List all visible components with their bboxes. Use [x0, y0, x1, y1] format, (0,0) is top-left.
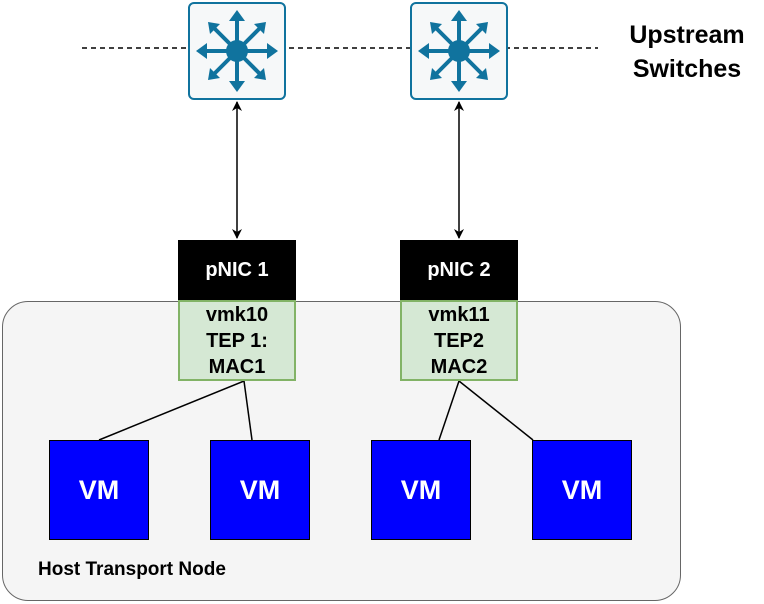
- vm-3: VM: [371, 440, 471, 540]
- vmk-tep-1-line1: vmk10: [205, 303, 269, 326]
- vm-link-2: [243, 380, 253, 441]
- vm-link-3: [438, 380, 460, 441]
- vmk-tep-2-line1: vmk11: [428, 303, 490, 326]
- vmk-tep-1-line3: MAC1: [208, 355, 266, 378]
- vmk-tep-1: vmk10 TEP 1: MAC1: [178, 300, 296, 381]
- vm-link-1: [98, 380, 245, 441]
- upstream-label-line2: Switches: [632, 55, 742, 83]
- vm-4: VM: [532, 440, 632, 540]
- pnic-1: pNIC 1: [178, 240, 296, 300]
- host-transport-node-label: Host Transport Node: [38, 559, 226, 580]
- network-switch-icon: [418, 10, 500, 92]
- vmk-tep-2: vmk11 TEP2 MAC2: [400, 300, 518, 381]
- vm-link-4: [458, 380, 534, 441]
- vmk-tep-2-line2: TEP2: [433, 329, 485, 352]
- pnic-2: pNIC 2: [400, 240, 518, 300]
- network-switch-icon: [196, 10, 278, 92]
- vm-2: VM: [210, 440, 310, 540]
- vm-1: VM: [49, 440, 149, 540]
- upstream-switches-label: Upstream Switches: [610, 18, 764, 86]
- upstream-switch-2: [410, 2, 508, 100]
- vmk-tep-2-line3: MAC2: [430, 355, 488, 378]
- upstream-label-line1: Upstream: [629, 21, 745, 49]
- upstream-switch-1: [188, 2, 286, 100]
- vmk-tep-1-line2: TEP 1:: [206, 329, 268, 352]
